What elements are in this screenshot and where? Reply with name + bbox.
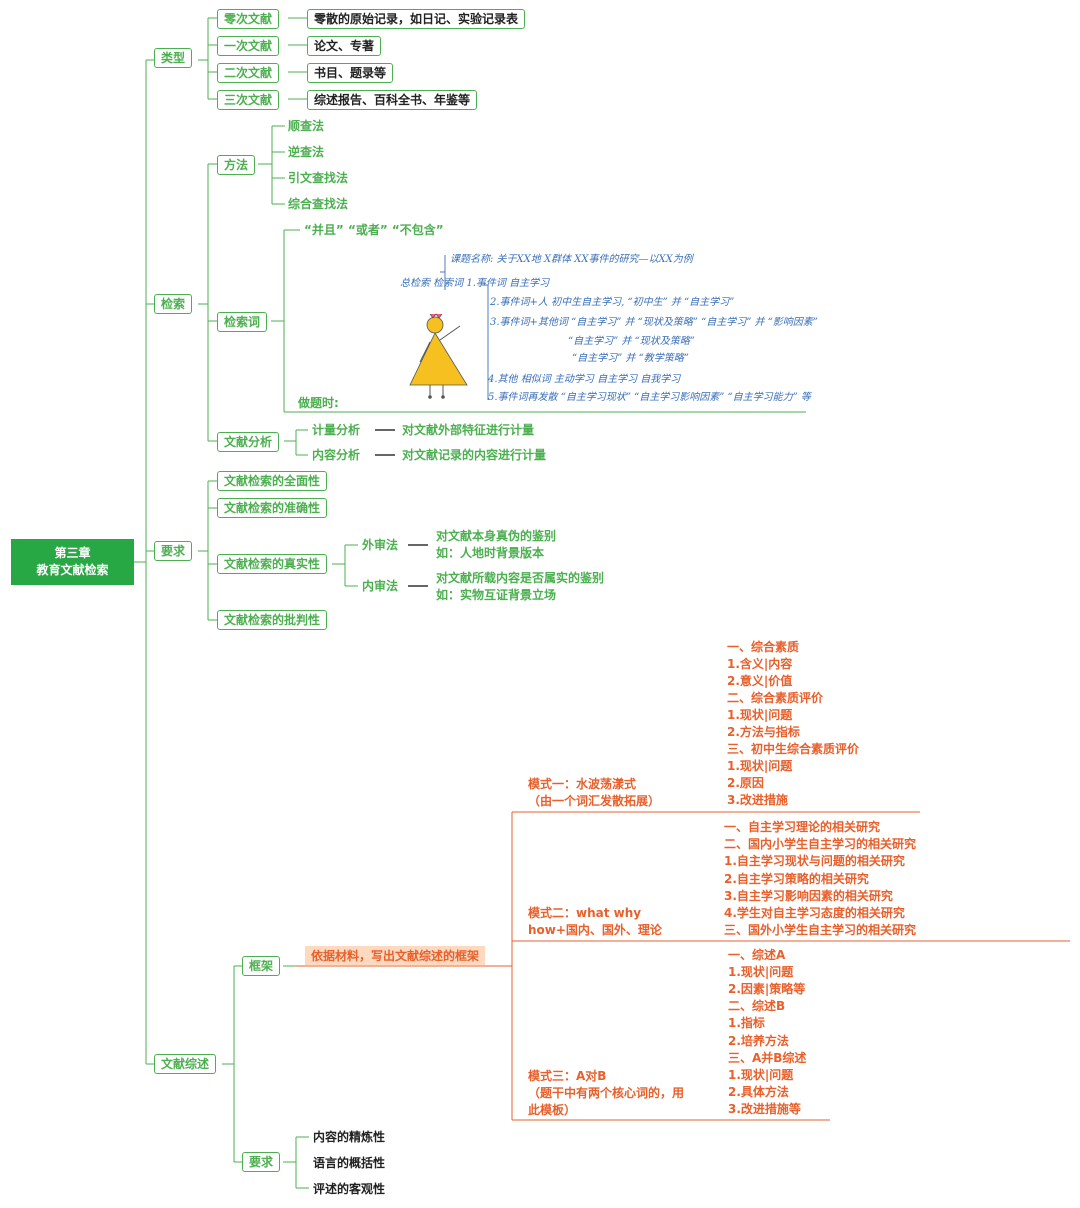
handwriting-line: 2.事件词+人 初中生自主学习, “初中生” 并 “自主学习”: [490, 297, 735, 308]
node-type-two[interactable]: 二次文献: [217, 63, 280, 83]
node-review[interactable]: 文献综述: [154, 1054, 217, 1074]
node-framework[interactable]: 框架: [242, 956, 281, 976]
req-item[interactable]: 文献检索的真实性: [217, 554, 328, 574]
internal-audit[interactable]: 内审法: [362, 579, 399, 593]
method-item[interactable]: 引文查找法: [288, 171, 349, 185]
framework-outline-item[interactable]: 2.原因: [727, 776, 764, 790]
framework-outline-item[interactable]: 2.意义|价值: [727, 674, 793, 688]
node-search-method[interactable]: 方法: [217, 155, 256, 175]
mode3-title[interactable]: 模式三：A对B: [528, 1069, 607, 1083]
internal-audit-line1[interactable]: 对文献所载内容是否属实的鉴别: [436, 571, 605, 585]
analysis-content[interactable]: 内容分析: [312, 448, 361, 462]
framework-outline-item[interactable]: 3.改进措施等: [728, 1101, 801, 1116]
handwriting-line: 课题名称: 关于XX地 X群体 XX事件的研究—以XX为例: [450, 254, 693, 265]
framework-outline-item[interactable]: 三、国外小学生自主学习的相关研究: [724, 923, 917, 938]
framework-outline-item[interactable]: 1.现状|问题: [728, 1067, 794, 1082]
girl-drawing: [409, 313, 468, 399]
method-item[interactable]: 逆查法: [288, 145, 325, 159]
req-item[interactable]: 文献检索的全面性: [217, 471, 328, 491]
handwriting-line: “自主学习” 并 “现状及策略”: [568, 336, 695, 347]
framework-outline-item[interactable]: 3.改进措施: [727, 793, 788, 807]
framework-outline-item[interactable]: 1.自主学习现状与问题的相关研究: [724, 854, 905, 869]
analysis-content-desc[interactable]: 对文献记录的内容进行计量: [402, 448, 547, 462]
keyword-operators[interactable]: “并且” “或者” “不包含”: [304, 223, 444, 237]
internal-audit-line2[interactable]: 如：实物互证背景立场: [436, 588, 557, 602]
framework-outline-item[interactable]: 3.自主学习影响因素的相关研究: [724, 888, 893, 903]
node-requirements[interactable]: 要求: [154, 541, 193, 561]
handwriting-line: 5.事件词再发散 “自主学习现状” “自主学习影响因素” “自主学习能力” 等: [488, 392, 811, 403]
node-type-zero[interactable]: 零次文献: [217, 9, 280, 29]
framework-outline-item[interactable]: 2.培养方法: [728, 1033, 789, 1048]
node-search[interactable]: 检索: [154, 294, 193, 314]
node-type-zero-desc[interactable]: 零散的原始记录，如日记、实验记录表: [307, 9, 526, 29]
root-line2: 教育文献检索: [36, 563, 109, 577]
node-types[interactable]: 类型: [154, 48, 193, 68]
node-type-one-desc[interactable]: 论文、专著: [307, 36, 382, 56]
framework-outline-item[interactable]: 三、A并B综述: [728, 1050, 807, 1065]
framework-task[interactable]: 依据材料，写出文献综述的框架: [305, 946, 486, 965]
node-type-one[interactable]: 一次文献: [217, 36, 280, 56]
node-keyword[interactable]: 检索词: [217, 312, 268, 332]
analysis-quant-desc[interactable]: 对文献外部特征进行计量: [402, 423, 535, 437]
handwriting-line: 3.事件词+其他词 “自主学习” 并 “现状及策略” “自主学习” 并 “影响因…: [490, 317, 818, 328]
node-analysis[interactable]: 文献分析: [217, 432, 280, 452]
method-item[interactable]: 顺查法: [288, 119, 325, 133]
node-type-three-desc[interactable]: 综述报告、百科全书、年鉴等: [307, 90, 478, 110]
external-audit-line2[interactable]: 如：人地时背景版本: [436, 546, 545, 560]
framework-outline-item[interactable]: 1.现状|问题: [727, 759, 793, 773]
analysis-quant[interactable]: 计量分析: [312, 423, 361, 437]
mode2-subtitle[interactable]: how+国内、国外、理论: [528, 923, 662, 937]
method-item[interactable]: 综合查找法: [288, 197, 349, 211]
mode3-subtitle[interactable]: （题干中有两个核心词的，用: [528, 1086, 685, 1100]
framework-outline-item[interactable]: 1.指标: [728, 1016, 765, 1031]
framework-outline-item[interactable]: 1.含义|内容: [727, 657, 793, 671]
review-req-item[interactable]: 内容的精炼性: [313, 1130, 386, 1144]
node-type-three[interactable]: 三次文献: [217, 90, 280, 110]
root-node[interactable]: 第三章 教育文献检索: [11, 539, 134, 585]
framework-outline-item[interactable]: 一、自主学习理论的相关研究: [724, 820, 881, 834]
doing-label[interactable]: 做题时:: [298, 396, 339, 410]
framework-outline-item[interactable]: 4.学生对自主学习态度的相关研究: [724, 906, 905, 920]
framework-outline-item[interactable]: 2.因素|策略等: [728, 982, 806, 997]
mode2-title[interactable]: 模式二：what why: [528, 906, 642, 920]
handwriting-line: 总检索 检索词 1.事件词 自主学习: [400, 278, 550, 289]
external-audit[interactable]: 外审法: [362, 538, 399, 552]
framework-outline-item[interactable]: 二、综述B: [728, 999, 786, 1014]
handwriting-line: 4.其他 相似词 主动学习 自主学习 自我学习: [488, 374, 681, 385]
framework-outline-item[interactable]: 二、综合素质评价: [727, 691, 824, 705]
review-req-item[interactable]: 评述的客观性: [313, 1182, 386, 1196]
review-req-item[interactable]: 语言的概括性: [313, 1156, 386, 1170]
req-item[interactable]: 文献检索的准确性: [217, 498, 328, 518]
framework-outline-item[interactable]: 一、综述A: [728, 948, 786, 962]
node-review-req[interactable]: 要求: [242, 1152, 281, 1172]
framework-outline-item[interactable]: 一、综合素质: [727, 640, 800, 654]
mode1-subtitle[interactable]: （由一个词汇发散拓展）: [528, 794, 661, 808]
framework-outline-item[interactable]: 三、初中生综合素质评价: [727, 742, 860, 756]
framework-outline-item[interactable]: 1.现状|问题: [727, 708, 793, 722]
mode1-title[interactable]: 模式一：水波荡漾式: [528, 777, 637, 791]
framework-outline-item[interactable]: 二、国内小学生自主学习的相关研究: [724, 837, 917, 852]
root-line1: 第三章: [54, 546, 91, 560]
framework-outline-item[interactable]: 2.具体方法: [728, 1084, 789, 1099]
framework-outline-item[interactable]: 2.自主学习策略的相关研究: [724, 871, 869, 886]
framework-outline-item[interactable]: 2.方法与指标: [727, 725, 800, 739]
req-item[interactable]: 文献检索的批判性: [217, 610, 328, 630]
framework-outline-item[interactable]: 1.现状|问题: [728, 965, 794, 980]
mode3-subtitle-2[interactable]: 此模板）: [528, 1103, 577, 1117]
node-type-two-desc[interactable]: 书目、题录等: [307, 63, 394, 83]
handwriting-line: “自主学习” 并 “教学策略”: [572, 353, 689, 364]
external-audit-line1[interactable]: 对文献本身真伪的鉴别: [436, 529, 557, 543]
